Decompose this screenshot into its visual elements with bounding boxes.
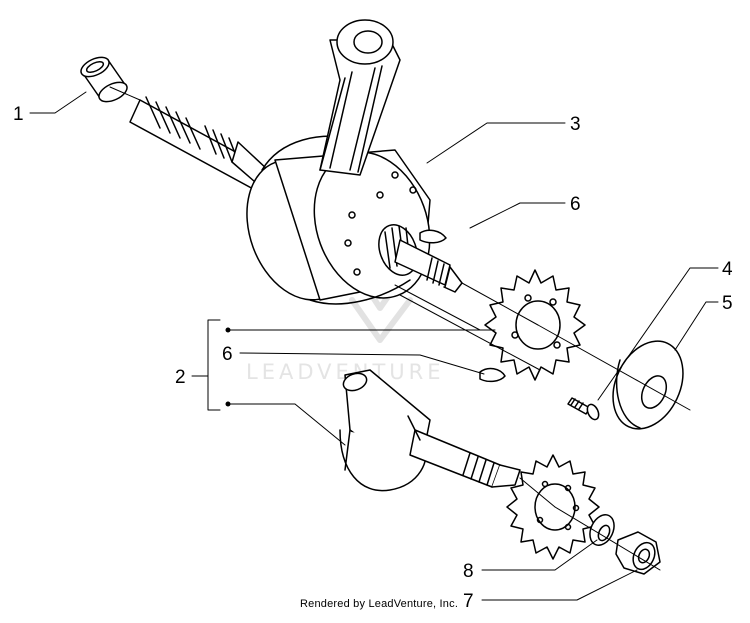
large-washer bbox=[612, 340, 684, 430]
small-washer bbox=[589, 514, 615, 546]
callout-5: 5 bbox=[722, 293, 733, 314]
callout-1: 1 bbox=[13, 104, 24, 125]
crankshaft-left-shaft bbox=[129, 96, 269, 191]
leader-dots bbox=[225, 327, 231, 407]
assembly-lines bbox=[109, 86, 691, 571]
rendered-by-footer: Rendered by LeadVenture, Inc. bbox=[300, 598, 459, 610]
callout-6-upper: 6 bbox=[570, 194, 581, 215]
callout-6-lower: 6 bbox=[222, 344, 233, 365]
bearing-part bbox=[80, 56, 128, 103]
watermark-text: LEADVENTURE bbox=[246, 360, 445, 384]
crankshaft-right-shaft bbox=[378, 224, 463, 293]
callout-3: 3 bbox=[570, 114, 581, 135]
hex-nut bbox=[615, 531, 661, 575]
callout-4: 4 bbox=[722, 259, 733, 280]
callout-7: 7 bbox=[463, 591, 474, 612]
callout-2: 2 bbox=[175, 367, 186, 388]
lower-gear bbox=[506, 454, 600, 560]
connecting-rod bbox=[319, 19, 401, 176]
upper-gear bbox=[484, 269, 586, 381]
leader-lines bbox=[29, 91, 719, 601]
woodruff-key-upper bbox=[419, 229, 447, 244]
screw-part bbox=[567, 397, 600, 421]
crankshaft-flywheel bbox=[246, 135, 431, 305]
woodruff-key-lower bbox=[479, 367, 506, 383]
callout-8: 8 bbox=[463, 561, 474, 582]
balancer-shaft bbox=[339, 369, 521, 492]
